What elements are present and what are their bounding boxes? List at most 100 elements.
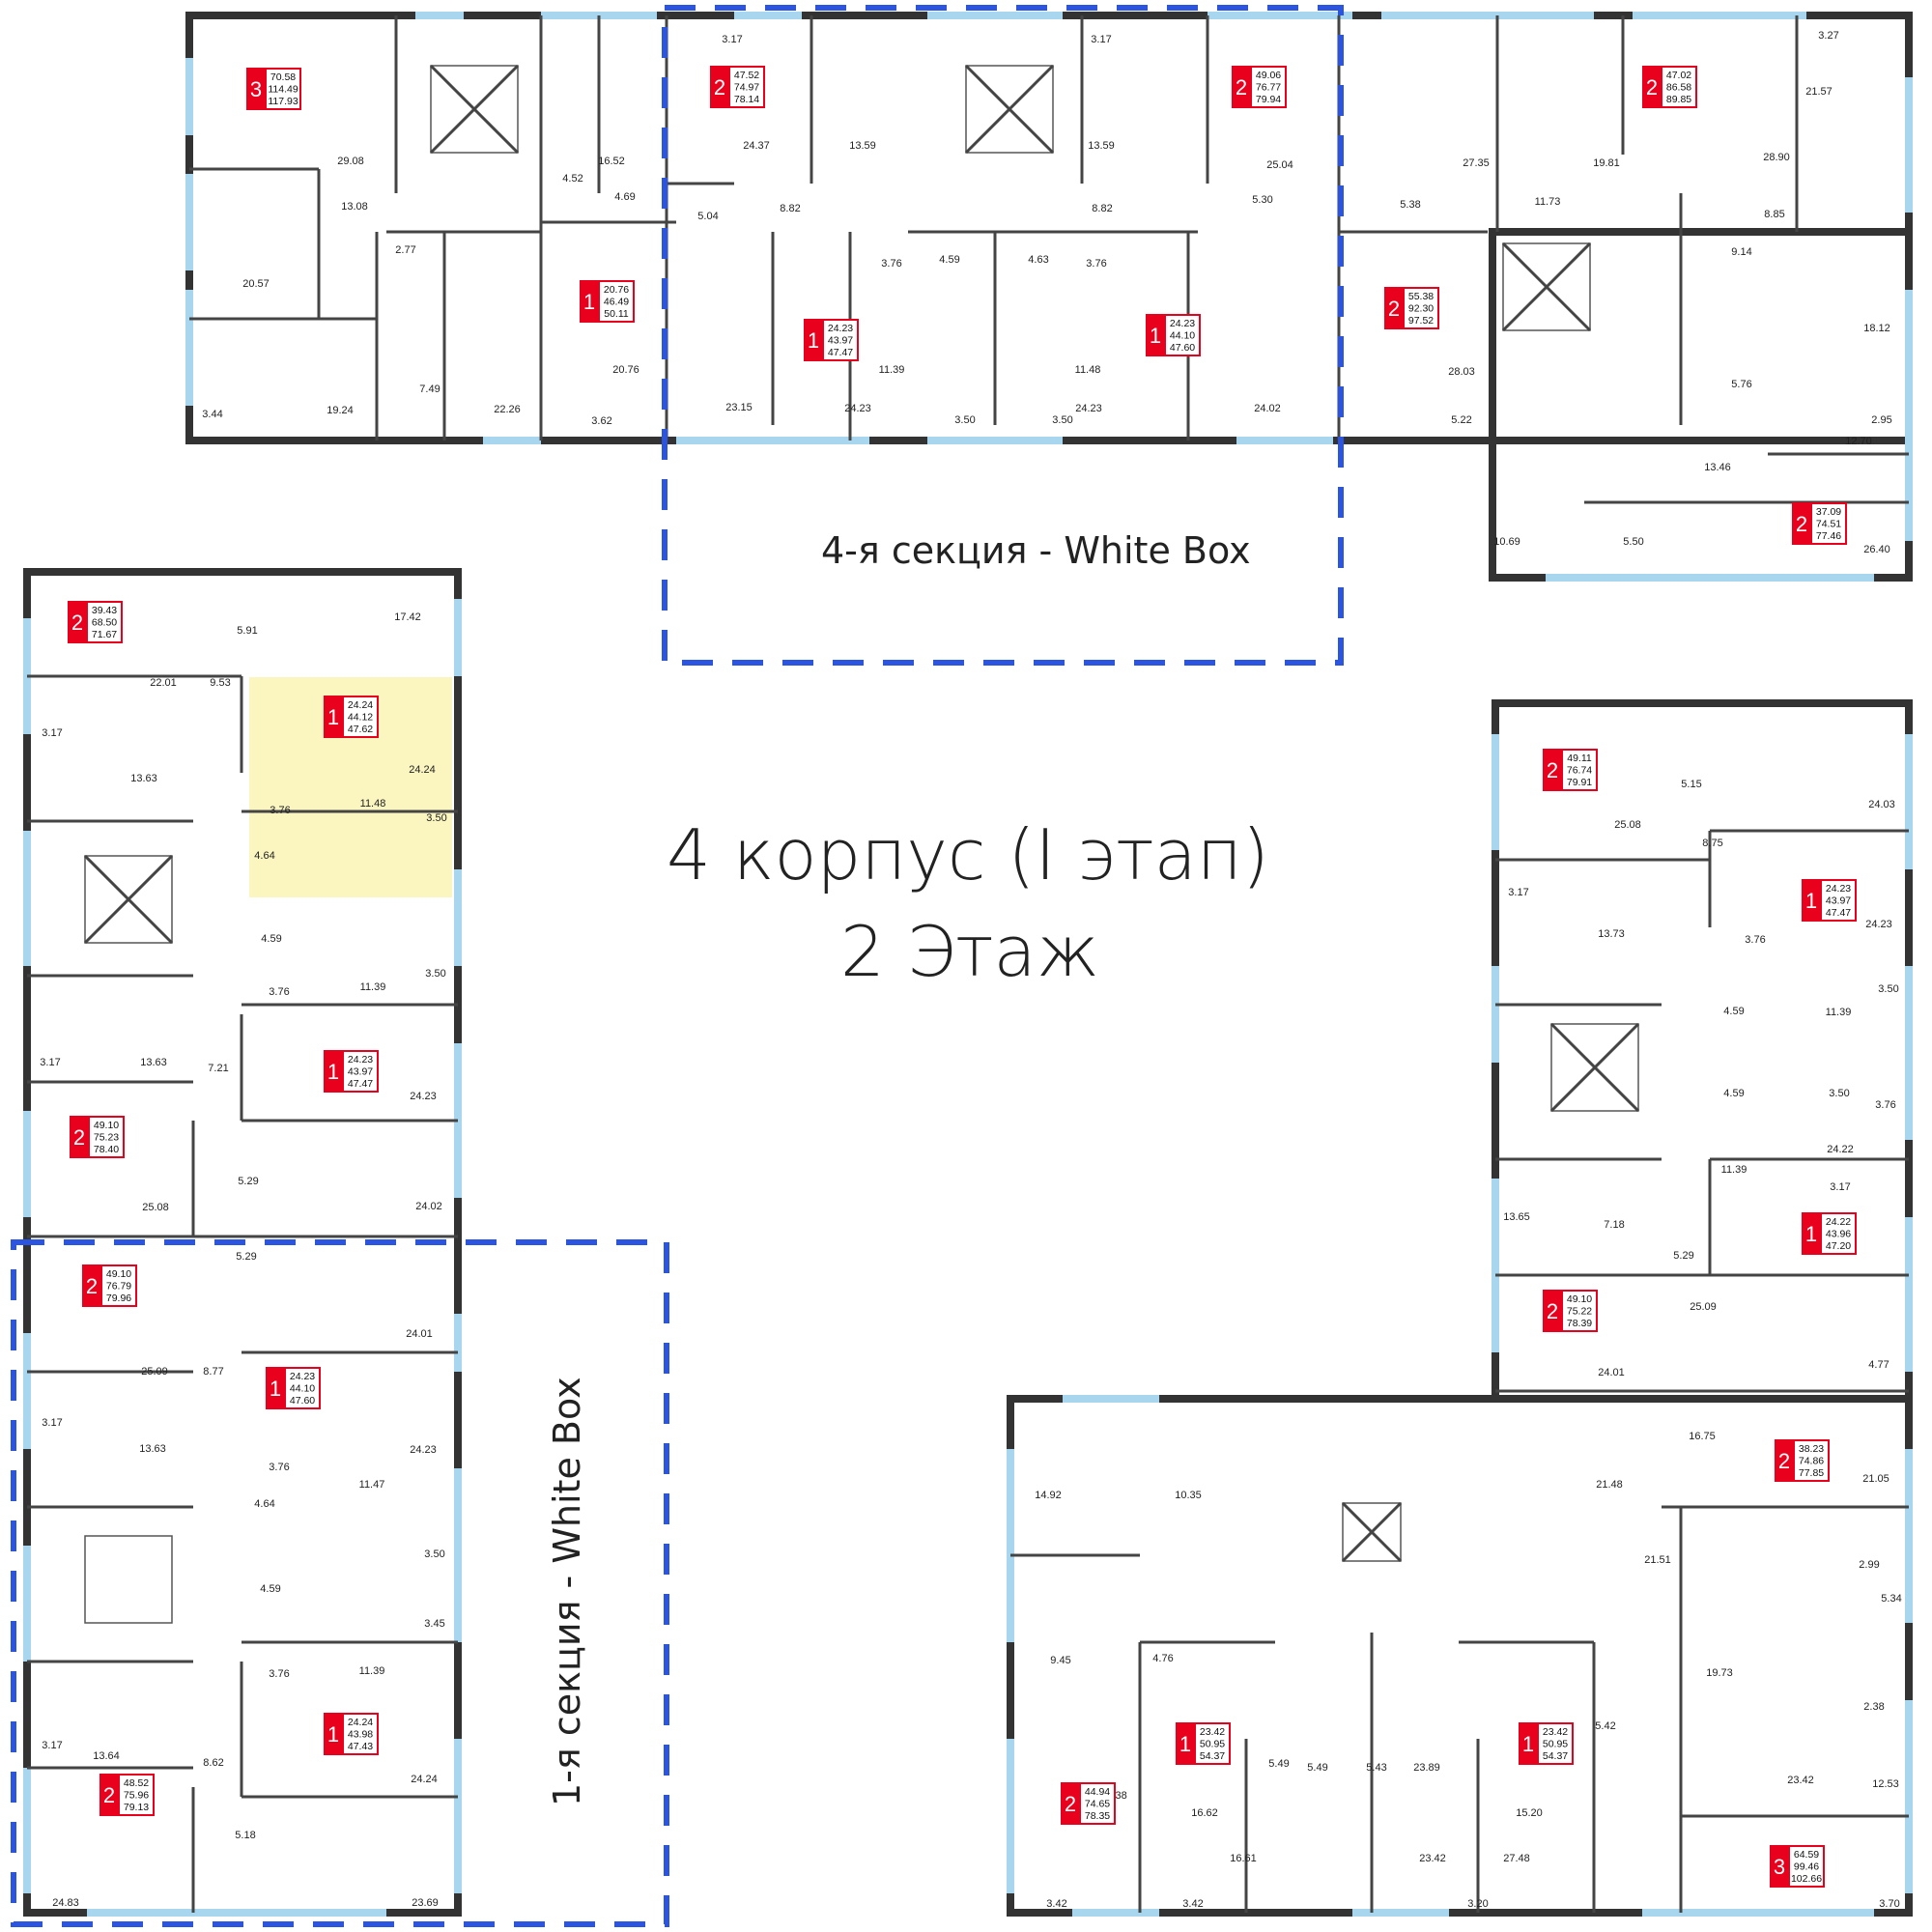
room-area-label: 2.77 <box>395 244 415 256</box>
badge-rooms-bg <box>70 1116 89 1158</box>
room-area-label: 13.59 <box>849 140 876 152</box>
room-area-label: 20.76 <box>612 364 639 376</box>
badge-rooms-bg <box>1519 1722 1538 1765</box>
badge-area-value: 23.42 <box>1200 1726 1225 1738</box>
badge-values-bg <box>1561 1290 1598 1332</box>
room-area-label: 4.76 <box>1152 1653 1173 1664</box>
room-area-label: 27.35 <box>1463 157 1490 169</box>
room-area-label: 3.70 <box>1879 1898 1899 1910</box>
room-area-label: 5.38 <box>1400 199 1420 211</box>
badge-area-value: 79.94 <box>1256 94 1281 105</box>
room-area-label: 13.46 <box>1704 462 1731 473</box>
room-area-label: 3.76 <box>881 258 901 270</box>
room-area-label: 3.76 <box>270 805 290 816</box>
badge-values-bg <box>342 1050 379 1093</box>
room-area-label: 3.76 <box>1086 258 1106 270</box>
badge-rooms-count: 1 <box>1805 1222 1817 1246</box>
room-area-label: 23.42 <box>1787 1775 1814 1786</box>
badge-rooms-count: 2 <box>103 1783 115 1807</box>
room-area-label: 23.15 <box>725 402 753 413</box>
badge-area-value: 79.96 <box>106 1293 131 1304</box>
badge-values-bg <box>88 1116 125 1158</box>
room-area-label: 11.39 <box>1826 1007 1852 1018</box>
room-area-label: 24.01 <box>1598 1367 1625 1378</box>
badge-area-value: 74.86 <box>1799 1456 1824 1467</box>
badge-area-value: 76.77 <box>1256 82 1281 94</box>
room-area-label: 24.23 <box>1865 919 1892 930</box>
room-area-label: 19.81 <box>1593 157 1620 169</box>
room-area-label: 4.77 <box>1868 1359 1889 1371</box>
badge-area-value: 38.23 <box>1799 1443 1824 1455</box>
badge-rooms-bg <box>1543 1290 1562 1332</box>
badge-rooms-count: 2 <box>1646 75 1658 99</box>
badge-area-value: 47.62 <box>348 724 373 735</box>
room-area-label: 3.17 <box>1091 34 1111 45</box>
room-area-label: 15.20 <box>1516 1807 1543 1819</box>
badge-rooms-count: 1 <box>327 705 339 729</box>
badge-area-value: 37.09 <box>1816 506 1841 518</box>
badge-area-value: 50.11 <box>604 308 629 320</box>
room-area-label: 5.42 <box>1595 1720 1615 1732</box>
badge-area-value: 47.47 <box>828 347 853 358</box>
room-area-label: 5.91 <box>237 625 257 637</box>
plan-title-line1: 4 корпус (I этап) <box>667 814 1269 895</box>
badge-rooms-count: 2 <box>73 1125 85 1150</box>
room-area-label: 24.02 <box>1254 403 1281 414</box>
room-area-label: 7.21 <box>208 1063 228 1074</box>
room-area-label: 18.12 <box>1863 323 1890 334</box>
badge-values-bg <box>1561 749 1598 791</box>
badge-rooms-count: 2 <box>1778 1449 1790 1473</box>
room-area-label: 3.62 <box>591 415 611 427</box>
section-1-outline <box>11 1239 669 1927</box>
badge-rooms-count: 2 <box>1547 1299 1558 1323</box>
room-area-label: 21.48 <box>1596 1479 1623 1491</box>
badge-rooms-bg <box>1232 66 1251 108</box>
room-area-label: 11.73 <box>1535 196 1561 208</box>
badge-area-value: 24.23 <box>348 1054 373 1065</box>
room-area-label: 27.48 <box>1503 1853 1530 1864</box>
room-area-label: 8.82 <box>1092 203 1112 214</box>
room-area-label: 19.73 <box>1706 1667 1733 1679</box>
badge-area-value: 71.67 <box>92 629 117 640</box>
badge-area-value: 64.59 <box>1794 1849 1819 1861</box>
badge-area-value: 55.38 <box>1408 291 1434 302</box>
badge-area-value: 44.12 <box>348 712 373 724</box>
badge-area-value: 79.91 <box>1567 777 1592 788</box>
badge-area-value: 49.11 <box>1567 753 1592 764</box>
room-area-label: 19.24 <box>327 405 354 416</box>
badge-area-value: 74.97 <box>734 82 759 94</box>
room-area-label: 23.89 <box>1413 1762 1440 1774</box>
room-area-label: 21.51 <box>1644 1554 1671 1566</box>
badge-area-value: 79.13 <box>124 1802 149 1813</box>
badge-area-value: 47.43 <box>348 1741 373 1752</box>
badge-area-value: 24.24 <box>348 699 373 711</box>
badge-values-bg <box>1810 502 1847 545</box>
